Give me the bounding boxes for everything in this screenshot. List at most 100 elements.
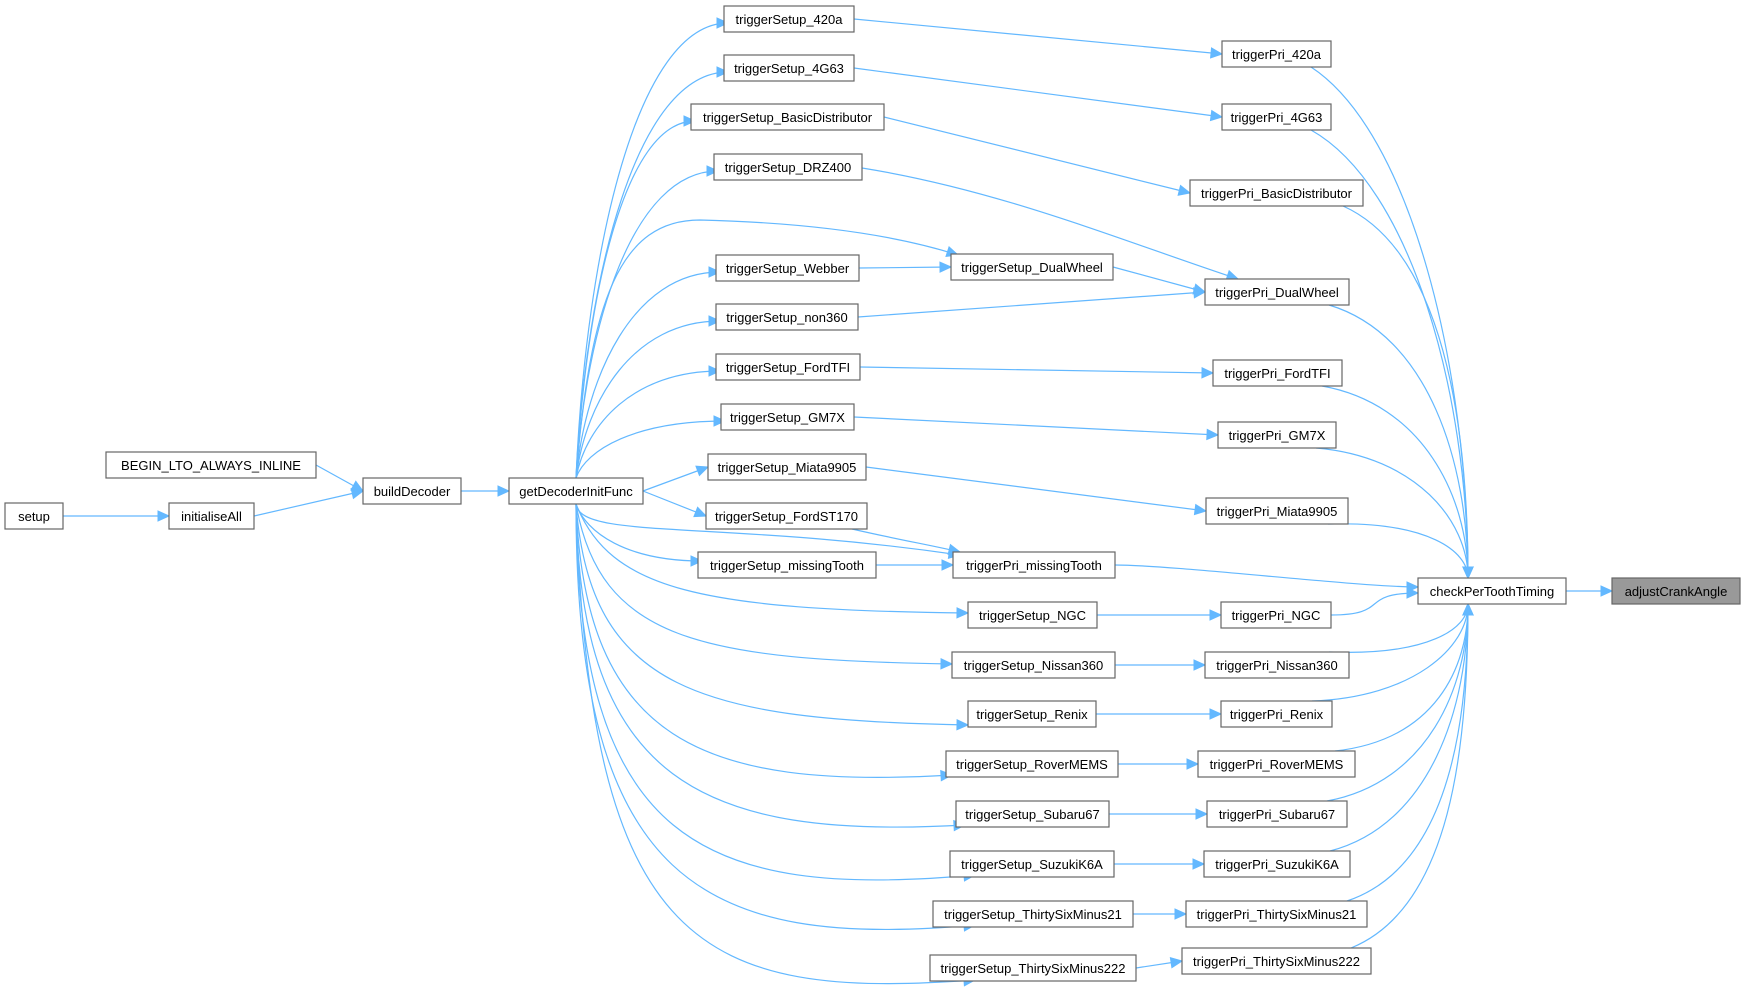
node-box-ts_Renix[interactable] <box>967 700 1097 728</box>
node-tp_ThirtySixMinus222[interactable]: triggerPri_ThirtySixMinus222 <box>1181 947 1372 975</box>
node-box-ts_FordTFI[interactable] <box>715 353 861 381</box>
node-box-tp_BasicDistributor[interactable] <box>1189 179 1364 207</box>
node-box-adjustCrankAngle[interactable] <box>1611 577 1741 605</box>
node-tp_Subaru67[interactable]: triggerPri_Subaru67 <box>1206 800 1348 828</box>
node-box-tp_Miata9905[interactable] <box>1205 497 1349 525</box>
node-box-checkPerToothTiming[interactable] <box>1417 577 1567 605</box>
node-ts_ThirtySixMinus21[interactable]: triggerSetup_ThirtySixMinus21 <box>932 900 1134 928</box>
node-box-tp_4G63[interactable] <box>1221 103 1332 131</box>
node-ts_BasicDistributor[interactable]: triggerSetup_BasicDistributor <box>690 103 885 131</box>
node-ts_Nissan360[interactable]: triggerSetup_Nissan360 <box>951 651 1116 679</box>
node-ts_missingTooth[interactable]: triggerSetup_missingTooth <box>697 551 877 579</box>
node-box-tp_Nissan360[interactable] <box>1204 651 1350 679</box>
node-box-ts_SuzukiK6A[interactable] <box>949 850 1115 878</box>
arrowhead-beginLto-to-buildDecoder <box>350 480 365 492</box>
edge-getDecoderInitFunc-to-ts_Webber <box>575 271 721 479</box>
node-box-tp_FordTFI[interactable] <box>1212 359 1343 387</box>
node-ts_Renix[interactable]: triggerSetup_Renix <box>967 700 1097 728</box>
node-box-ts_RoverMEMS[interactable] <box>945 750 1119 778</box>
node-box-ts_Webber[interactable] <box>715 254 860 282</box>
node-box-tp_Subaru67[interactable] <box>1206 800 1348 828</box>
node-box-ts_FordST170[interactable] <box>705 502 868 530</box>
node-box-tp_RoverMEMS[interactable] <box>1197 750 1356 778</box>
node-tp_Renix[interactable]: triggerPri_Renix <box>1220 700 1333 728</box>
arrowhead-checkPerToothTiming-to-adjustCrankAngle <box>1600 585 1614 597</box>
node-getDecoderInitFunc[interactable]: getDecoderInitFunc <box>508 477 644 505</box>
node-box-ts_Subaru67[interactable] <box>955 800 1110 828</box>
node-ts_DualWheel[interactable]: triggerSetup_DualWheel <box>950 253 1114 281</box>
node-box-beginLto[interactable] <box>105 451 317 479</box>
node-ts_Subaru67[interactable]: triggerSetup_Subaru67 <box>955 800 1110 828</box>
node-tp_BasicDistributor[interactable]: triggerPri_BasicDistributor <box>1189 179 1364 207</box>
node-box-buildDecoder[interactable] <box>362 477 462 505</box>
node-tp_Nissan360[interactable]: triggerPri_Nissan360 <box>1204 651 1350 679</box>
node-checkPerToothTiming[interactable]: checkPerToothTiming <box>1417 577 1567 605</box>
node-ts_Miata9905[interactable]: triggerSetup_Miata9905 <box>707 453 867 481</box>
node-box-ts_ThirtySixMinus21[interactable] <box>932 900 1134 928</box>
node-tp_GM7X[interactable]: triggerPri_GM7X <box>1217 421 1337 449</box>
node-box-tp_DualWheel[interactable] <box>1204 278 1350 306</box>
node-label-ts_ThirtySixMinus21: triggerSetup_ThirtySixMinus21 <box>944 907 1122 922</box>
edge-getDecoderInitFunc-to-ts_non360 <box>575 320 721 479</box>
node-box-ts_missingTooth[interactable] <box>697 551 877 579</box>
node-tp_ThirtySixMinus21[interactable]: triggerPri_ThirtySixMinus21 <box>1185 900 1368 928</box>
node-tp_FordTFI[interactable]: triggerPri_FordTFI <box>1212 359 1343 387</box>
node-box-tp_GM7X[interactable] <box>1217 421 1337 449</box>
edge-tp_Renix-to-checkPerToothTiming <box>1311 603 1469 702</box>
node-box-initialiseAll[interactable] <box>168 502 255 530</box>
node-adjustCrankAngle[interactable]: adjustCrankAngle <box>1611 577 1741 605</box>
node-ts_FordTFI[interactable]: triggerSetup_FordTFI <box>715 353 861 381</box>
node-tp_RoverMEMS[interactable]: triggerPri_RoverMEMS <box>1197 750 1356 778</box>
node-ts_DRZ400[interactable]: triggerSetup_DRZ400 <box>713 153 863 181</box>
node-tp_4G63[interactable]: triggerPri_4G63 <box>1221 103 1332 131</box>
node-setup[interactable]: setup <box>4 502 64 530</box>
node-box-setup[interactable] <box>4 502 64 530</box>
node-ts_RoverMEMS[interactable]: triggerSetup_RoverMEMS <box>945 750 1119 778</box>
arrowhead-ts_NGC-to-tp_NGC <box>1209 609 1223 621</box>
edge-tp_4G63-to-checkPerToothTiming <box>1310 129 1469 579</box>
node-box-tp_missingTooth[interactable] <box>952 551 1116 579</box>
node-tp_NGC[interactable]: triggerPri_NGC <box>1220 601 1332 629</box>
node-tp_420a[interactable]: triggerPri_420a <box>1221 40 1332 68</box>
node-box-getDecoderInitFunc[interactable] <box>508 477 644 505</box>
node-box-tp_ThirtySixMinus21[interactable] <box>1185 900 1368 928</box>
node-box-tp_SuzukiK6A[interactable] <box>1203 850 1351 878</box>
node-box-ts_420a[interactable] <box>723 5 855 33</box>
node-ts_ThirtySixMinus222[interactable]: triggerSetup_ThirtySixMinus222 <box>929 954 1137 982</box>
node-ts_NGC[interactable]: triggerSetup_NGC <box>967 601 1098 629</box>
arrowhead-ts_non360-to-tp_DualWheel <box>1193 287 1207 299</box>
node-box-tp_420a[interactable] <box>1221 40 1332 68</box>
node-box-ts_non360[interactable] <box>715 303 859 331</box>
node-ts_420a[interactable]: triggerSetup_420a <box>723 5 855 33</box>
node-tp_SuzukiK6A[interactable]: triggerPri_SuzukiK6A <box>1203 850 1351 878</box>
node-ts_4G63[interactable]: triggerSetup_4G63 <box>723 54 855 82</box>
node-box-ts_GM7X[interactable] <box>720 403 855 431</box>
node-box-ts_BasicDistributor[interactable] <box>690 103 885 131</box>
node-label-adjustCrankAngle: adjustCrankAngle <box>1625 584 1728 599</box>
node-ts_Webber[interactable]: triggerSetup_Webber <box>715 254 860 282</box>
node-ts_non360[interactable]: triggerSetup_non360 <box>715 303 859 331</box>
node-box-ts_4G63[interactable] <box>723 54 855 82</box>
node-beginLto[interactable]: BEGIN_LTO_ALWAYS_INLINE <box>105 451 317 479</box>
node-box-ts_ThirtySixMinus222[interactable] <box>929 954 1137 982</box>
node-box-ts_DualWheel[interactable] <box>950 253 1114 281</box>
node-initialiseAll[interactable]: initialiseAll <box>168 502 255 530</box>
node-tp_DualWheel[interactable]: triggerPri_DualWheel <box>1204 278 1350 306</box>
node-tp_missingTooth[interactable]: triggerPri_missingTooth <box>952 551 1116 579</box>
node-box-ts_Nissan360[interactable] <box>951 651 1116 679</box>
node-box-tp_NGC[interactable] <box>1220 601 1332 629</box>
node-box-ts_DRZ400[interactable] <box>713 153 863 181</box>
edge-tp_Nissan360-to-checkPerToothTiming <box>1328 603 1469 653</box>
node-buildDecoder[interactable]: buildDecoder <box>362 477 462 505</box>
node-ts_FordST170[interactable]: triggerSetup_FordST170 <box>705 502 868 530</box>
node-label-ts_420a: triggerSetup_420a <box>736 12 844 27</box>
node-box-tp_Renix[interactable] <box>1220 700 1333 728</box>
node-box-ts_NGC[interactable] <box>967 601 1098 629</box>
node-label-setup: setup <box>18 509 50 524</box>
node-tp_Miata9905[interactable]: triggerPri_Miata9905 <box>1205 497 1349 525</box>
node-label-getDecoderInitFunc: getDecoderInitFunc <box>519 484 633 499</box>
node-box-ts_Miata9905[interactable] <box>707 453 867 481</box>
node-ts_SuzukiK6A[interactable]: triggerSetup_SuzukiK6A <box>949 850 1115 878</box>
node-ts_GM7X[interactable]: triggerSetup_GM7X <box>720 403 855 431</box>
node-box-tp_ThirtySixMinus222[interactable] <box>1181 947 1372 975</box>
